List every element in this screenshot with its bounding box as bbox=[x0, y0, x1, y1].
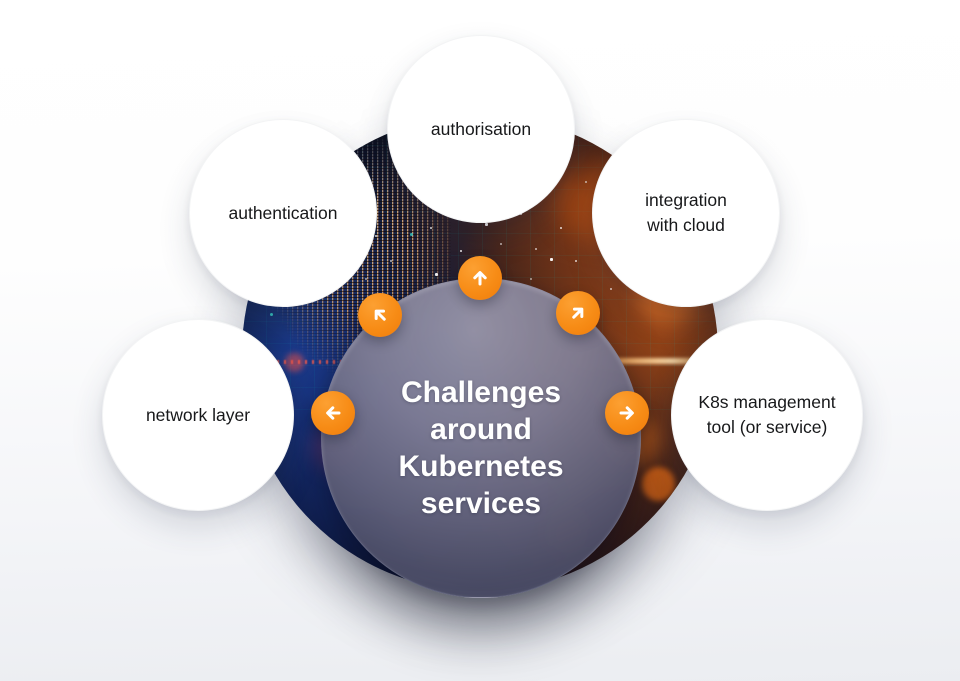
center-title-line: around bbox=[430, 413, 532, 446]
arrow-up-left-icon bbox=[374, 309, 386, 321]
arrow-right-button[interactable] bbox=[605, 391, 649, 435]
center-circle: Challenges around Kubernetes services bbox=[321, 278, 641, 598]
arrow-up-left-button[interactable] bbox=[358, 293, 402, 337]
node-label: network layer bbox=[146, 403, 250, 428]
node-label-line: authorisation bbox=[430, 118, 532, 139]
node-label: K8s management tool (or service) bbox=[698, 390, 835, 440]
node-label-line: with cloud bbox=[647, 215, 725, 235]
arrow-left-button[interactable] bbox=[311, 391, 355, 435]
node-label-line: network layer bbox=[145, 404, 251, 425]
arrow-up-right-icon bbox=[572, 307, 584, 319]
arrow-up-button[interactable] bbox=[458, 256, 502, 300]
node-label-line: integration bbox=[645, 190, 727, 210]
node-integration-with-cloud: integration with cloud bbox=[592, 119, 780, 307]
node-label-line: authentication bbox=[228, 202, 338, 223]
node-network-layer: network layer bbox=[102, 319, 294, 511]
center-title-line: Kubernetes bbox=[398, 450, 564, 483]
node-label: authentication bbox=[229, 201, 338, 226]
node-label: authorisation bbox=[431, 117, 531, 142]
center-title-line: services bbox=[420, 487, 542, 520]
arrow-right-icon bbox=[619, 406, 634, 420]
node-authorisation: authorisation bbox=[387, 35, 575, 223]
arrow-up-icon bbox=[473, 271, 487, 286]
arrow-up-right-button[interactable] bbox=[556, 291, 600, 335]
node-authentication: authentication bbox=[189, 119, 377, 307]
node-label: integration with cloud bbox=[645, 188, 727, 238]
node-label-line: K8s management bbox=[698, 392, 836, 412]
node-k8s-management-tool: K8s management tool (or service) bbox=[671, 319, 863, 511]
center-title: Challenges around Kubernetes services bbox=[398, 374, 563, 522]
center-title-line: Challenges bbox=[400, 376, 562, 409]
node-label-line: tool (or service) bbox=[706, 417, 828, 437]
arrow-left-icon bbox=[326, 406, 341, 420]
